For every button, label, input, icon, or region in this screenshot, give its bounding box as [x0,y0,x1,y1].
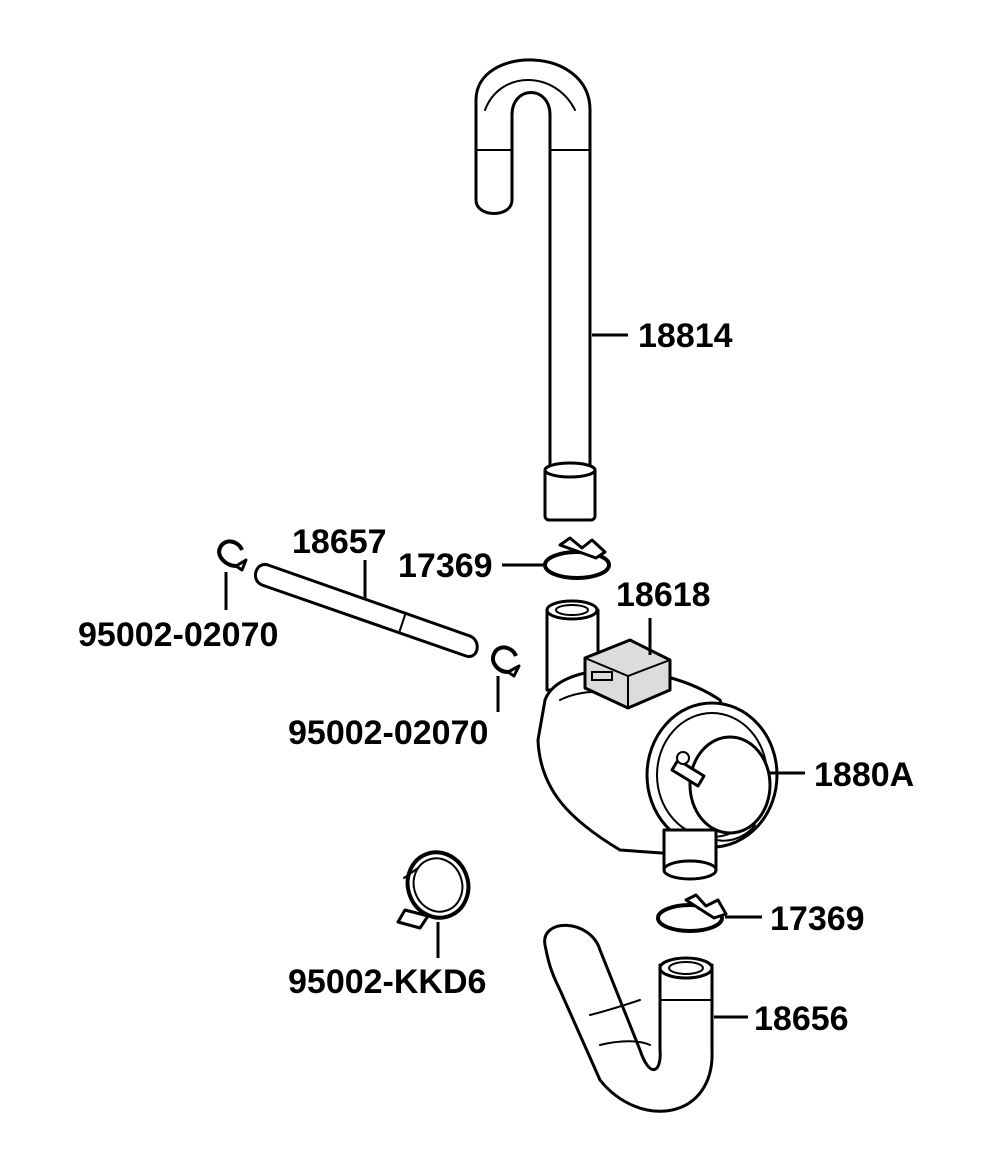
label-group-18657: 18657 [292,523,387,600]
tube-18657 [253,563,479,658]
label-group-clip-right: 95002-02070 [288,676,500,752]
label-group-clip-left: 95002-02070 [78,572,278,654]
label-18814: 18814 [638,317,733,355]
label-group-17369-lower: 17369 [725,900,865,938]
label-95002-KKD6: 95002-KKD6 [288,963,486,1001]
separator-1880A [536,599,779,881]
label-1880A: 1880A [814,756,914,794]
label-95002-02070-right: 95002-02070 [288,714,488,752]
label-18657: 18657 [292,523,387,561]
label-17369-lower: 17369 [770,900,865,938]
clip-left [217,539,248,572]
label-group-18618: 18618 [616,576,711,655]
label-group-18814: 18814 [592,317,733,355]
hose-18656 [543,923,714,1113]
clamp-17369-upper [543,536,611,580]
label-18656: 18656 [754,1000,849,1038]
label-group-18656: 18656 [714,1000,849,1038]
label-18618: 18618 [616,576,711,614]
label-17369-upper: 17369 [398,547,493,585]
label-group-17369-upper: 17369 [398,547,545,585]
hose-18814 [474,58,597,522]
label-group-95002-KKD6: 95002-KKD6 [288,922,486,1001]
label-group-1880A: 1880A [768,756,914,794]
label-95002-02070-left: 95002-02070 [78,616,278,654]
clip-right [491,645,521,678]
band-clamp-95002-KKD6 [396,850,471,930]
clamp-17369-lower [656,893,728,933]
